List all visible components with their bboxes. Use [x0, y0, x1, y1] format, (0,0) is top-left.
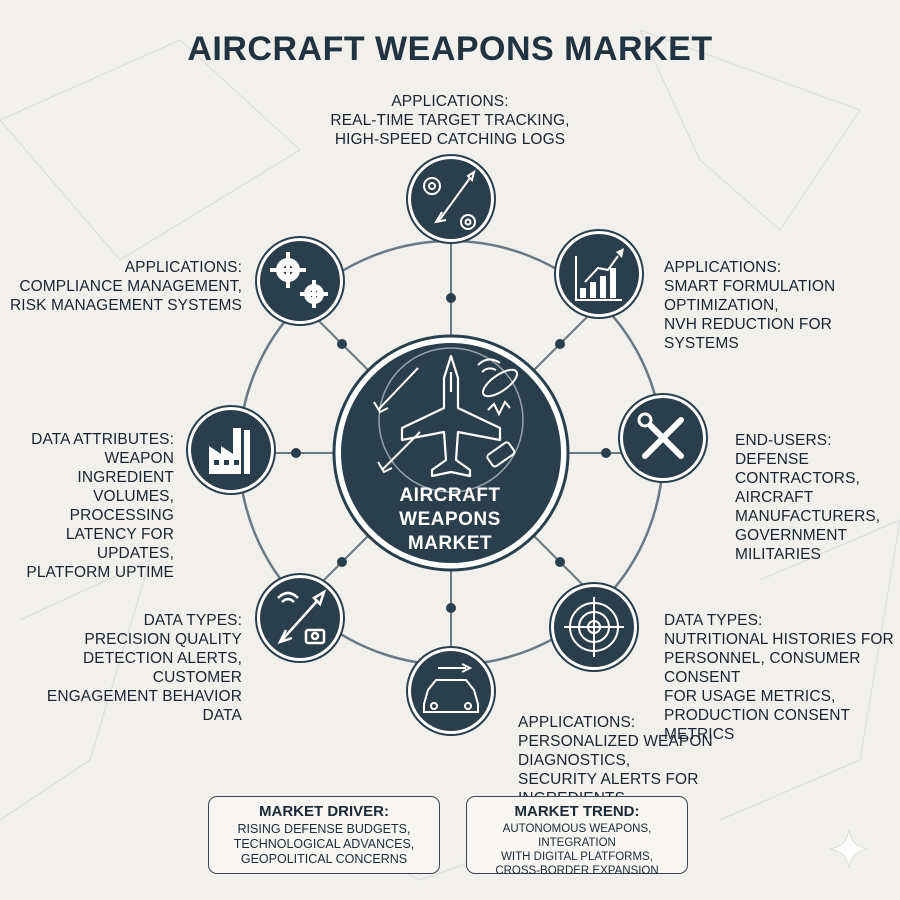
node-heading: DATA ATTRIBUTES:: [31, 431, 174, 448]
node-label-top-right: APPLICATIONS: SMART FORMULATION OPTIMIZA…: [664, 258, 900, 353]
market-trend-box: MARKET TREND: AUTONOMOUS WEAPONS, INTEGR…: [466, 796, 688, 877]
sparkle-icon: [829, 829, 869, 869]
fighter-jet-icon: [400, 354, 502, 478]
node-top-right-circle: [554, 229, 644, 319]
node-label-top: APPLICATIONS: REAL-TIME TARGET TRACKING,…: [300, 92, 600, 149]
node-body: NUTRITIONAL HISTORIES FOR PERSONNEL, CON…: [664, 631, 894, 743]
node-body: COMPLIANCE MANAGEMENT, RISK MANAGEMENT S…: [10, 278, 242, 314]
node-body: PRECISION QUALITY DETECTION ALERTS, CUST…: [46, 631, 242, 724]
node-bottom-right-circle: [549, 582, 639, 672]
market-trend-body: AUTONOMOUS WEAPONS, INTEGRATION WITH DIG…: [495, 823, 659, 877]
node-body: WEAPON INGREDIENT VOLUMES, PROCESSING LA…: [26, 450, 174, 581]
missile-icons: [373, 358, 519, 474]
node-body: PERSONALIZED WEAPON DIAGNOSTICS, SECURIT…: [518, 733, 713, 807]
node-top-left-circle: [255, 236, 345, 326]
market-driver-box: MARKET DRIVER: RISING DEFENSE BUDGETS, T…: [208, 796, 440, 874]
node-heading: DATA TYPES:: [143, 612, 242, 629]
market-trend-heading: MARKET TREND:: [514, 803, 640, 820]
node-bottom-circle: [406, 646, 496, 736]
connector-dots: [291, 293, 611, 613]
node-label-bottom-left: DATA TYPES: PRECISION QUALITY DETECTION …: [10, 611, 242, 725]
node-label-bottom: APPLICATIONS: PERSONALIZED WEAPON DIAGNO…: [518, 713, 798, 808]
node-heading: END-USERS:: [735, 432, 832, 449]
node-heading: APPLICATIONS:: [391, 93, 509, 110]
market-driver-body: RISING DEFENSE BUDGETS, TECHNOLOGICAL AD…: [233, 822, 415, 866]
node-label-top-left: APPLICATIONS: COMPLIANCE MANAGEMENT, RIS…: [10, 258, 242, 315]
node-heading: APPLICATIONS:: [124, 259, 242, 276]
node-body: REAL-TIME TARGET TRACKING, HIGH-SPEED CA…: [330, 112, 570, 148]
node-body: DEFENSE CONTRACTORS, AIRCRAFT MANUFACTUR…: [735, 451, 881, 563]
node-top-circle: [406, 154, 496, 244]
node-label-right: END-USERS: DEFENSE CONTRACTORS, AIRCRAFT…: [735, 431, 900, 564]
node-left-circle: [186, 405, 276, 495]
node-label-left: DATA ATTRIBUTES: WEAPON INGREDIENT VOLUM…: [6, 430, 174, 582]
node-heading: DATA TYPES:: [664, 612, 763, 629]
central-hub: [332, 334, 570, 572]
node-right-circle: [618, 393, 708, 483]
page-title: AIRCRAFT WEAPONS MARKET: [187, 30, 713, 68]
node-body: SMART FORMULATION OPTIMIZATION, NVH REDU…: [664, 278, 836, 352]
hub-label: AIRCRAFT WEAPONS MARKET: [399, 485, 501, 554]
node-bottom-left-circle: [255, 573, 345, 663]
node-heading: APPLICATIONS:: [664, 259, 782, 276]
node-label-bottom-right: DATA TYPES: NUTRITIONAL HISTORIES FOR PE…: [664, 611, 900, 744]
node-heading: APPLICATIONS:: [518, 714, 636, 731]
market-driver-heading: MARKET DRIVER:: [259, 803, 389, 820]
